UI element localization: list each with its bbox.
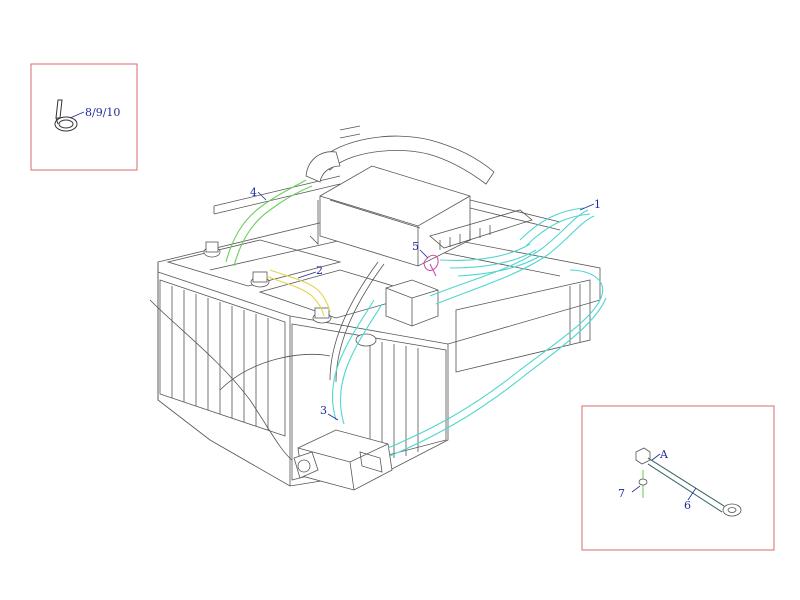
cable-harness-3	[331, 299, 383, 425]
leader-A	[651, 453, 661, 461]
cable-harness-5	[423, 254, 439, 277]
callout-2: 2	[316, 264, 323, 277]
main-connector	[293, 429, 393, 491]
cable-clamp-icon	[54, 99, 78, 132]
control-module	[309, 165, 471, 267]
leader-3	[327, 413, 339, 421]
battery-terminal	[203, 241, 377, 347]
relay-box	[385, 279, 439, 327]
callout-4: 4	[250, 186, 257, 199]
leader-4	[257, 191, 267, 201]
cable-harness-2	[265, 269, 331, 317]
callout-7: 7	[618, 487, 625, 500]
callout-6: 6	[684, 499, 691, 512]
detail-frame-strap	[581, 405, 775, 551]
callout-A: A	[659, 448, 669, 461]
cable-harness-1	[387, 207, 607, 457]
leader-2	[297, 271, 317, 279]
leader-5	[419, 249, 429, 259]
leader-1	[579, 203, 595, 211]
detail-box-clamp: 8/9/10	[30, 63, 138, 171]
leader-7	[631, 485, 641, 493]
ground-strap-icon	[635, 447, 742, 517]
callout-8-9-10: 8/9/10	[85, 106, 120, 119]
battery-assembly	[149, 125, 601, 491]
cable-harness-4	[225, 179, 313, 267]
callout-1: 1	[594, 198, 601, 211]
leader-8-9-10	[69, 111, 85, 119]
callout-3: 3	[320, 404, 327, 417]
callout-5: 5	[412, 240, 419, 253]
leader-6	[687, 487, 697, 501]
detail-box-strap: A 7 6	[581, 405, 775, 551]
detail-frame-clamp	[30, 63, 138, 171]
